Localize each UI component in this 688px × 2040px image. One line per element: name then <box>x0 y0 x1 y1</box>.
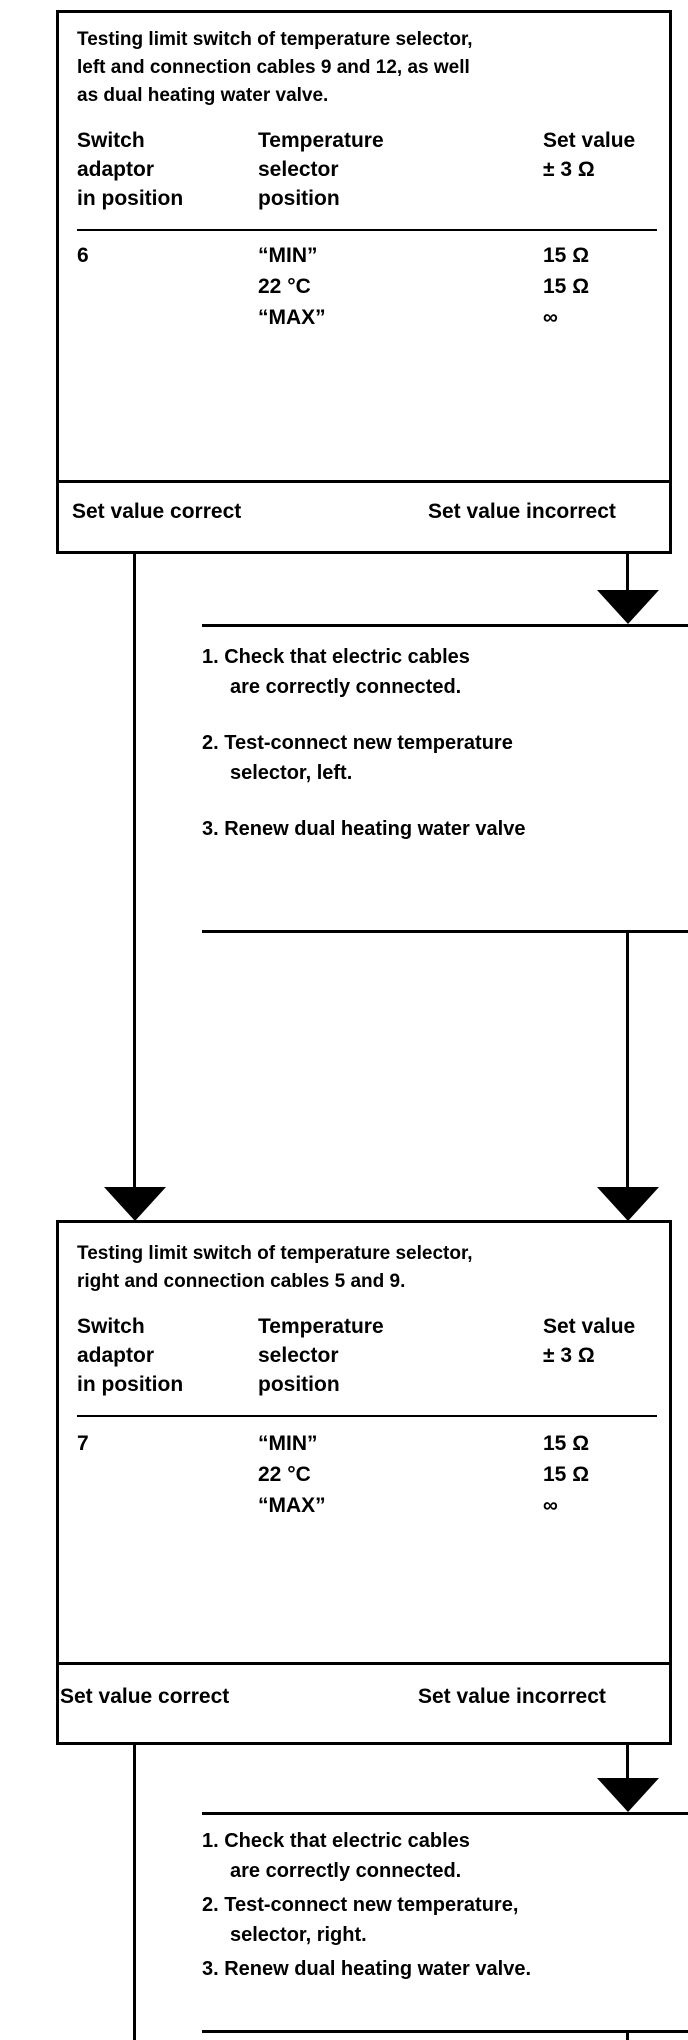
switch-adaptor-header: Switch adaptor in position <box>77 129 184 210</box>
result-divider <box>56 1662 672 1665</box>
adaptor-position-value: 7 <box>77 1432 89 1455</box>
flow-line-after-steps <box>626 930 629 1190</box>
step-top-rule <box>202 1812 688 1815</box>
step-bottom-rule <box>202 930 688 933</box>
temperature-selector-header: Temperature selector position <box>258 1315 384 1396</box>
temperature-selector-header: Temperature selector position <box>258 129 384 210</box>
arrow-down-icon <box>104 1187 166 1221</box>
flow-line-correct <box>133 554 136 1190</box>
set-values-column: 15 Ω 15 Ω ∞ <box>543 1432 590 1517</box>
test-box-left-selector <box>56 10 672 554</box>
test-title-right: Testing limit switch of temperature sele… <box>77 1243 473 1292</box>
remedy-steps-right: 1. Check that electric cables are correc… <box>202 1830 532 1980</box>
arrow-down-icon <box>597 590 659 624</box>
adaptor-position-value: 6 <box>77 244 89 267</box>
flow-line-incorrect <box>626 1745 629 1781</box>
table-rule <box>77 1415 657 1417</box>
step-top-rule <box>202 624 688 627</box>
remedy-steps-left: 1. Check that electric cables are correc… <box>202 646 526 840</box>
selector-position-values: “MIN” 22 °C “MAX” <box>258 1432 326 1517</box>
test-box-right-selector <box>56 1220 672 1745</box>
flow-line-after-steps <box>626 2030 629 2040</box>
selector-position-values: “MIN” 22 °C “MAX” <box>258 244 326 329</box>
set-value-header: Set value ± 3 Ω <box>543 129 636 181</box>
step-bottom-rule <box>202 2030 688 2033</box>
switch-adaptor-header: Switch adaptor in position <box>77 1315 184 1396</box>
arrow-down-icon <box>597 1187 659 1221</box>
result-divider <box>56 480 672 483</box>
table-rule <box>77 229 657 231</box>
set-values-column: 15 Ω 15 Ω ∞ <box>543 244 590 329</box>
set-value-incorrect-label: Set value incorrect <box>428 500 616 523</box>
set-value-correct-label: Set value correct <box>60 1685 230 1708</box>
flow-line-incorrect <box>626 554 629 594</box>
flow-line-correct <box>133 1745 136 2040</box>
set-value-correct-label: Set value correct <box>72 500 242 523</box>
set-value-header: Set value ± 3 Ω <box>543 1315 636 1367</box>
set-value-incorrect-label: Set value incorrect <box>418 1685 606 1708</box>
arrow-down-icon <box>597 1778 659 1812</box>
test-title-left: Testing limit switch of temperature sele… <box>77 29 473 106</box>
